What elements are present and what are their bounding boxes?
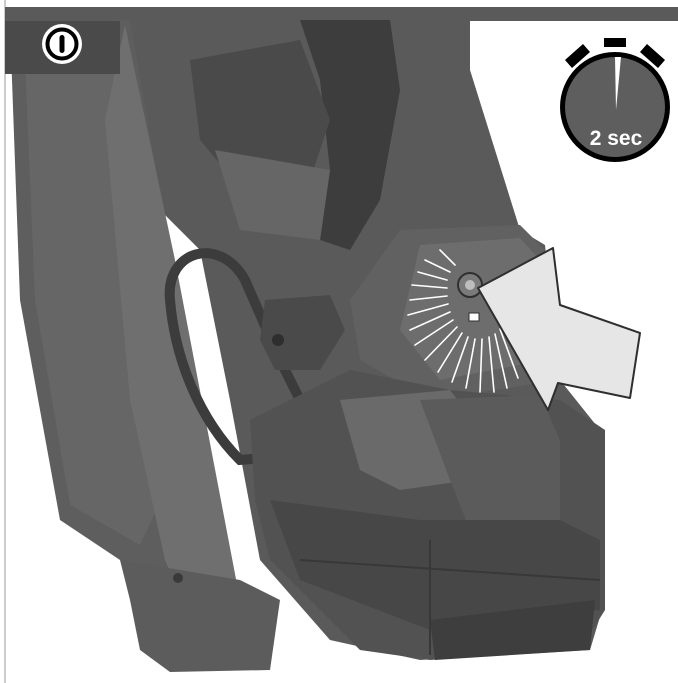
light-rays [407,249,519,393]
timer-label: 2 sec [590,127,643,150]
stopwatch-icon: 2 sec [560,38,670,162]
press-arrow-icon [477,247,641,411]
step-power-icon [5,21,120,74]
led-indicator [468,312,480,322]
header-bar [5,7,678,21]
